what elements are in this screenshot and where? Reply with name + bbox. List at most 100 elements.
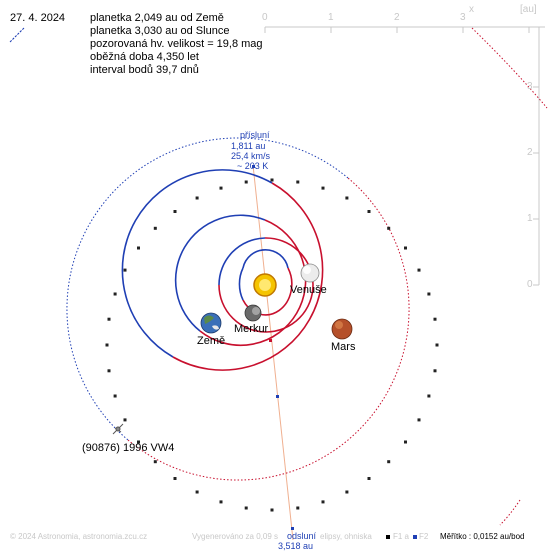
corner-mark-left (9, 27, 25, 43)
date-label: 27. 4. 2024 (10, 12, 66, 24)
orbit-point (195, 490, 199, 494)
coordinate-axes (264, 26, 545, 286)
footer-generated: Vygenerováno za 0,09 s (192, 532, 278, 541)
orbit-point (417, 418, 421, 422)
footer-copyright: © 2024 Astronomia, astronomia.zcu.cz (10, 532, 148, 541)
asteroid-orbit-outer-arc (471, 27, 548, 109)
orbit-point (345, 196, 349, 200)
y-tick-3: 3 (527, 81, 533, 92)
orbit-point (113, 292, 117, 296)
orbit-point (113, 394, 117, 398)
info-distance-sun: planetka 3,030 au od Slunce (90, 25, 230, 37)
venus-planet (300, 263, 320, 283)
aphelion-title: odsluní (287, 531, 317, 541)
orbit-point (387, 226, 391, 230)
venus-orbit-upper (218, 237, 266, 286)
mercury-planet (244, 304, 262, 322)
footer-ellipse-note: elipsy, ohniska (320, 532, 372, 541)
asteroid-name-label: (90876) 1996 VW4 (82, 442, 175, 454)
orbit-point (296, 180, 300, 184)
asteroid-orbit-inner-arc (9, 27, 25, 43)
perihelion-distance: 1,811 au (231, 141, 266, 151)
orbit-point (173, 477, 177, 480)
info-magnitude: pozorovaná hv. velikost = 19,8 mag (90, 38, 263, 50)
orbit-point (219, 186, 223, 190)
orbit-point (404, 440, 407, 444)
footer-scale: Měřítko : 0,0152 au/bod (440, 532, 525, 541)
axis-unit: [au] (520, 4, 537, 15)
line-of-apsides (252, 164, 294, 541)
orbit-point (123, 418, 127, 422)
aphelion-point (291, 527, 294, 530)
orbit-point (345, 490, 349, 494)
ellipse-center (269, 339, 272, 342)
orbit-point (219, 500, 223, 504)
info-interval: interval bodů 39,7 dnů (90, 64, 199, 76)
mercury-orbit-upper (238, 267, 244, 301)
orbit-point (433, 369, 437, 373)
legend-f1-square (386, 535, 390, 539)
orbit-point (105, 343, 109, 347)
x-tick-0: 0 (262, 12, 268, 23)
orbit-point (367, 210, 371, 213)
empty-focus-f2 (276, 395, 279, 398)
perihelion-temperature: ~ 203 K (237, 161, 269, 171)
orbit-point (427, 394, 431, 398)
orbit-point (107, 369, 111, 373)
orbit-point (107, 317, 111, 321)
orbit-point (173, 210, 177, 213)
mars-orbit-upper (121, 169, 273, 358)
mercury-orbit (242, 248, 289, 269)
legend-f2-square (413, 535, 417, 539)
earth-label: Země (197, 335, 226, 347)
info-distance-earth: planetka 2,049 au od Země (90, 12, 224, 24)
asteroid-orbit (9, 27, 548, 526)
orbit-point (270, 508, 274, 512)
venus-label: Venuše (290, 284, 327, 296)
y-tick-2: 2 (527, 147, 533, 158)
aphelion-distance: 3,518 au (278, 541, 314, 551)
mars-label: Mars (331, 341, 356, 353)
mars-planet (331, 318, 353, 340)
orbit-point (435, 343, 439, 347)
earth-planet (200, 312, 222, 334)
orbit-point (367, 477, 371, 480)
venus-orbit-lower (218, 237, 314, 333)
orbit-point (153, 460, 157, 464)
orbit-point (387, 460, 391, 464)
earth-orbit-lower (199, 219, 307, 347)
sun (253, 273, 277, 297)
orbit-point (244, 180, 248, 184)
x-tick-3: 3 (460, 12, 466, 23)
asteroid-icon (112, 423, 124, 435)
perihelion-speed: 25,4 km/s (231, 151, 271, 161)
x-axis-letter: x (469, 4, 474, 15)
orbit-point (244, 506, 248, 510)
perihelion-point (252, 165, 255, 168)
orbit-point (433, 317, 437, 321)
x-tick-1: 1 (328, 12, 334, 23)
orbit-point (137, 246, 140, 250)
orbit-point (153, 226, 157, 230)
footer-f1: F1 a (393, 532, 410, 541)
orbit-point (427, 292, 431, 296)
mercury-label: Merkur (234, 323, 269, 335)
orbit-point (417, 268, 421, 272)
orbit-point (404, 246, 407, 250)
y-tick-0: 0 (527, 279, 533, 290)
orbit-point (123, 268, 127, 272)
earth-orbit-upper (174, 214, 266, 332)
info-period: oběžná doba 4,350 let (90, 51, 199, 63)
perihelion-title: přísluní (240, 130, 270, 140)
mars-orbit-lower (172, 182, 324, 371)
asteroid-orbit-corner-arc (499, 499, 521, 526)
orbit-point (270, 178, 274, 182)
orbit-point (321, 186, 325, 190)
orbit-point (195, 196, 199, 200)
y-tick-1: 1 (527, 213, 533, 224)
orbit-point (137, 440, 140, 444)
footer-f2: F2 (419, 532, 429, 541)
orbit-point (321, 500, 325, 504)
orbit-point-markers (105, 178, 439, 512)
